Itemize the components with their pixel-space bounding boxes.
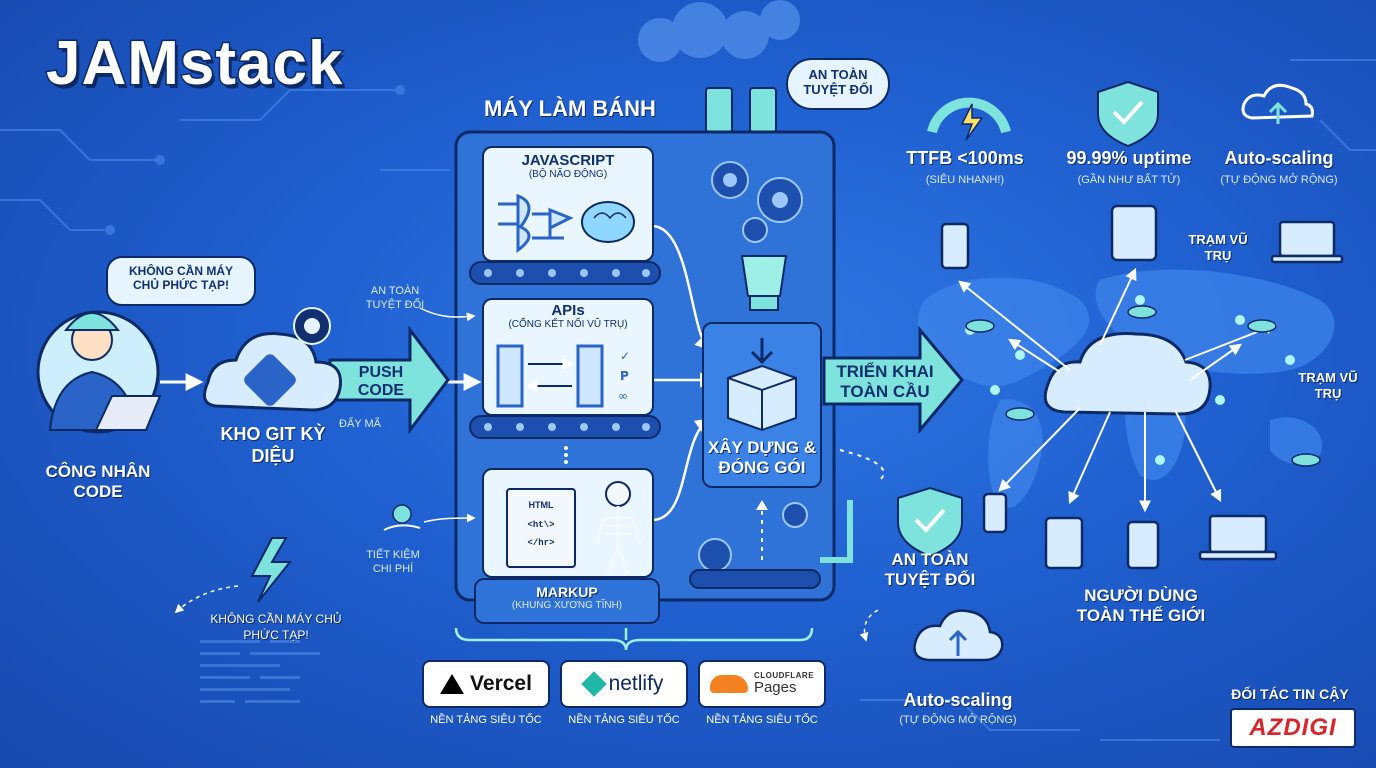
azdigi-logo[interactable]: AZDIGI bbox=[1230, 708, 1356, 748]
partner-vercel-tag: NỀN TẢNG SIÊU TỐC bbox=[430, 714, 542, 726]
user-devices bbox=[940, 204, 1344, 570]
deploy-arrow bbox=[822, 325, 964, 435]
vercel-triangle-icon bbox=[440, 674, 465, 694]
html-doc-icon: HTML <ht\> </hr> bbox=[506, 488, 576, 568]
deploy-label: TRIỂN KHAI TOÀN CẦU bbox=[836, 362, 934, 401]
api-gates-icon: ✓ P ∞ bbox=[496, 344, 630, 408]
metric-scaling: Auto-scaling bbox=[1224, 148, 1334, 168]
build-box: XÂY DỰNG & ĐÓNG GÓI bbox=[702, 322, 822, 488]
skeleton-icon bbox=[594, 481, 642, 575]
partner-netlify-tag: NỀN TẢNG SIÊU TỐC bbox=[568, 714, 680, 726]
worker-label: CÔNG NHÂN CODE bbox=[45, 462, 151, 502]
lightning-icon bbox=[250, 537, 293, 603]
netlify-diamond-icon bbox=[580, 671, 607, 697]
coin-icon bbox=[392, 504, 412, 524]
build-label: XÂY DỰNG & ĐÓNG GÓI bbox=[707, 438, 817, 478]
git-label: KHO GIT KỲ DIỆU bbox=[220, 424, 326, 466]
apis-sub: (CỔNG KẾT NỐI VŨ TRỤ) bbox=[508, 319, 628, 330]
push-sub: ĐẨY MÃ bbox=[339, 418, 381, 430]
factory-title: MÁY LÀM BÁNH bbox=[484, 96, 656, 121]
apis-card: APIs (CỔNG KẾT NỐI VŨ TRỤ) ✓ P ∞ bbox=[482, 298, 654, 416]
gears bbox=[698, 161, 808, 572]
partner-cloudflare-tag: NỀN TẢNG SIÊU TỐC bbox=[706, 714, 818, 726]
bottom-scaling-sub: (TỰ ĐỘNG MỞ RỘNG) bbox=[899, 714, 1017, 726]
brain-logic-icon bbox=[498, 193, 635, 253]
vercel-name: Vercel bbox=[470, 672, 532, 695]
javascript-sub: (BỘ NÃO ĐỘNG) bbox=[528, 169, 608, 180]
partner-vercel[interactable]: Vercel bbox=[422, 660, 550, 708]
markup-sub: (KHUNG XƯƠNG TĨNH) bbox=[511, 600, 623, 611]
partner-netlify[interactable]: netlify bbox=[560, 660, 688, 708]
metric-scaling-sub: (TỰ ĐỘNG MỞ RỘNG) bbox=[1220, 174, 1338, 186]
bottom-shield-icon bbox=[897, 486, 963, 558]
html-tag-2: </hr> bbox=[527, 538, 555, 548]
worker-bubble: KHÔNG CẦN MÁY CHỦ PHỨC TẠP! bbox=[106, 256, 256, 306]
metric-uptime-sub: (GẦN NHƯ BẤT TỬ) bbox=[1077, 174, 1181, 186]
cloudflare-cloud-icon bbox=[709, 675, 748, 693]
ufo-stations bbox=[965, 305, 1321, 467]
cloudflare-name: Pages bbox=[753, 679, 797, 697]
conveyors bbox=[469, 261, 821, 589]
station-label-right: TRẠM VŨ TRỤ bbox=[1298, 370, 1358, 401]
html-tag-1: <ht\> bbox=[527, 520, 555, 530]
svg-text:✓: ✓ bbox=[620, 349, 630, 363]
global-cloud bbox=[1043, 332, 1212, 416]
partner-cloudflare[interactable]: CLOUDFLARE Pages bbox=[698, 660, 826, 708]
metric-ttfb: TTFB <100ms bbox=[906, 148, 1024, 168]
svg-text:P: P bbox=[620, 369, 629, 383]
station-label-top: TRẠM VŨ TRỤ bbox=[1188, 232, 1248, 263]
page-title: JAMstack bbox=[44, 28, 344, 100]
bottom-scaling-title: Auto-scaling bbox=[903, 690, 1013, 710]
security-note-left: AN TOÀN TUYỆT ĐỐI bbox=[365, 285, 425, 312]
markup-label-plate: MARKUP (KHUNG XƯƠNG TĨNH) bbox=[474, 578, 660, 624]
users-label: NGƯỜI DÙNG TOÀN THẾ GIỚI bbox=[1076, 586, 1206, 626]
push-label: PUSH CODE bbox=[357, 364, 405, 400]
circuit-traces bbox=[0, 59, 1376, 741]
azdigi-logo-text: AZDIGI bbox=[1249, 714, 1337, 741]
apis-title: APIs bbox=[551, 302, 585, 319]
bottom-security-label: AN TOÀN TUYỆT ĐỐI bbox=[884, 550, 976, 590]
metric-ttfb-sub: (SIÊU NHANH!) bbox=[925, 174, 1005, 186]
netlify-name: netlify bbox=[608, 672, 664, 695]
cost-note: TIẾT KIỆM CHI PHÍ bbox=[366, 549, 420, 576]
javascript-title: JAVASCRIPT bbox=[521, 152, 615, 169]
markup-card: HTML <ht\> </hr> bbox=[482, 468, 654, 578]
javascript-card: JAVASCRIPT (BỘ NÃO ĐỘNG) bbox=[482, 146, 654, 262]
markup-title: MARKUP bbox=[536, 584, 598, 600]
push-arrow bbox=[328, 325, 450, 435]
trusted-partner-label: ĐỐI TÁC TIN CẬY bbox=[1231, 686, 1349, 702]
svg-text:∞: ∞ bbox=[618, 389, 628, 403]
cloudflare-brand: CLOUDFLARE bbox=[753, 670, 815, 680]
package-icon bbox=[727, 338, 797, 432]
laptop-icon bbox=[94, 395, 162, 431]
metric-uptime: 99.99% uptime bbox=[1066, 148, 1192, 168]
html-tag-label: HTML bbox=[528, 500, 554, 510]
factory-bubble: AN TOÀN TUYỆT ĐỐI bbox=[786, 58, 890, 110]
lightning-note: KHÔNG CẦN MÁY CHỦ PHỨC TẠP! bbox=[210, 612, 342, 642]
metric-icons bbox=[927, 80, 1314, 148]
